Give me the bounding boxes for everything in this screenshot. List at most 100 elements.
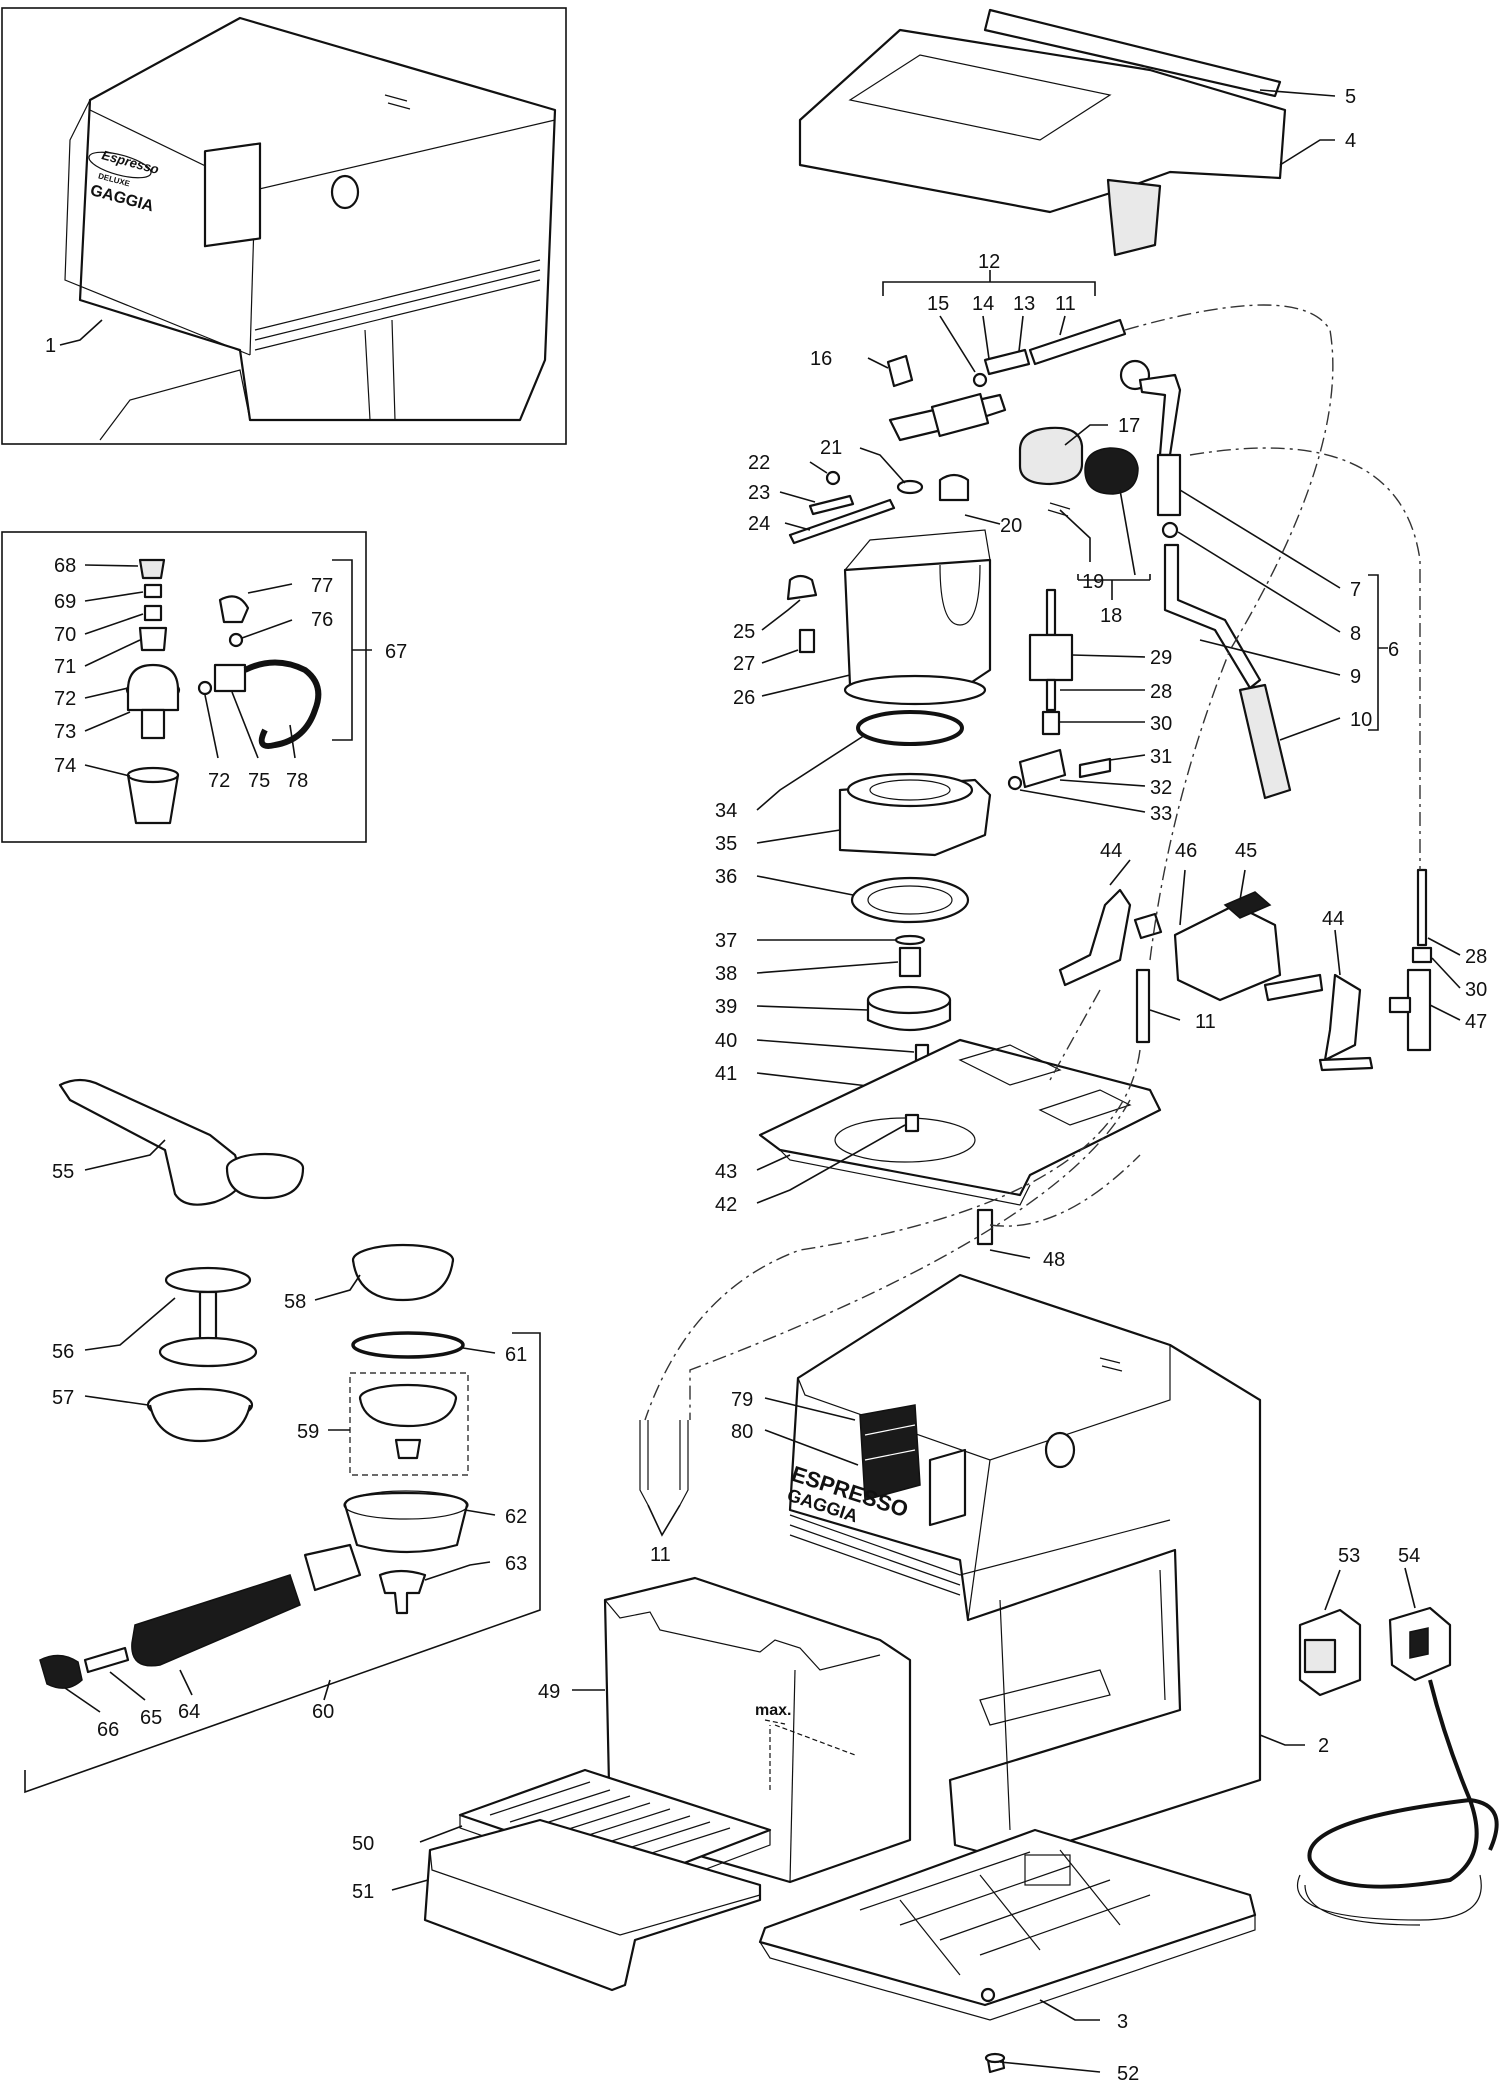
callout-6: 6: [1388, 639, 1399, 661]
part-38-spring: [898, 946, 922, 978]
inset-machine-body: [78, 16, 557, 422]
callout-10: 10: [1350, 709, 1372, 731]
part-20-thermostat: [938, 473, 970, 502]
callout-67: 67: [385, 641, 407, 663]
callout-62: 62: [505, 1506, 527, 1528]
part-77: [218, 595, 250, 624]
part-69: [143, 583, 163, 599]
callout-22: 22: [748, 452, 770, 474]
part-70: [143, 604, 163, 622]
callout-44b: 44: [1322, 908, 1344, 930]
callout-30a: 30: [1150, 713, 1172, 735]
part-21-gasket: [896, 479, 924, 495]
callout-51: 51: [352, 1881, 374, 1903]
part-17-coil: [1018, 426, 1084, 486]
body-display-window: [928, 1448, 967, 1527]
callout-80: 80: [731, 1421, 753, 1443]
callout-23: 23: [748, 482, 770, 504]
callout-25: 25: [733, 621, 755, 643]
callout-79: 79: [731, 1389, 753, 1411]
callout-73: 73: [54, 721, 76, 743]
pump-group: 29 28 30 31 32 33 44 11 46 45 44 28 30 4…: [1007, 588, 1487, 1072]
callout-46: 46: [1175, 840, 1197, 862]
callout-42: 42: [715, 1194, 737, 1216]
part-11-tube-top: [1028, 318, 1127, 366]
inset-display-window: [203, 142, 262, 248]
callout-54: 54: [1398, 1545, 1420, 1567]
base-plate: 52 3: [758, 1828, 1257, 2085]
part-34-gasket: [856, 710, 964, 746]
callout-11b: 11: [1195, 1011, 1216, 1033]
callout-3: 3: [1117, 2011, 1128, 2033]
callout-27: 27: [733, 653, 755, 675]
part-16-screw: [886, 354, 914, 388]
tank-max-mark: max.: [755, 1702, 791, 1719]
callout-13: 13: [1013, 293, 1035, 315]
part-79-switch-panel: [859, 1404, 921, 1501]
callout-43: 43: [715, 1161, 737, 1183]
part-42-screw: [904, 1113, 920, 1133]
callout-19: 19: [1082, 571, 1104, 593]
part-46-connector: [1133, 912, 1163, 940]
callout-75: 75: [248, 770, 270, 792]
inset-frame-67: [1, 531, 367, 843]
callout-70: 70: [54, 624, 76, 646]
main-body: 79 80 ESPRESSO GAGGIA 2: [731, 1273, 1329, 1862]
part-62-portafilter: [343, 1491, 469, 1554]
part-37: [894, 934, 926, 946]
callout-18: 18: [1100, 605, 1122, 627]
part-30-fitting: [1041, 710, 1061, 736]
callout-45: 45: [1235, 840, 1257, 862]
part-31-screw: [1078, 757, 1112, 779]
callout-78: 78: [286, 770, 308, 792]
callout-69: 69: [54, 591, 76, 613]
dashed-routing: 11: [639, 304, 1421, 1566]
callout-64: 64: [178, 1701, 200, 1723]
callout-49: 49: [538, 1681, 560, 1703]
callout-66: 66: [97, 1719, 119, 1741]
callout-74: 74: [54, 755, 76, 777]
part-73-body: [126, 663, 180, 712]
callout-72a: 72: [54, 688, 76, 710]
callout-63: 63: [505, 1553, 527, 1575]
part-75: [213, 663, 247, 693]
part-9-wand-pipe: [1163, 543, 1262, 690]
callout-53: 53: [1338, 1545, 1360, 1567]
part-47-tee: [1406, 968, 1432, 1052]
part-10-tip: [1238, 683, 1292, 800]
callout-9: 9: [1350, 666, 1361, 688]
callout-7: 7: [1350, 579, 1361, 601]
callout-76: 76: [311, 609, 333, 631]
part-25-fuse: [786, 574, 818, 601]
part-71: [138, 626, 168, 652]
inset-steam-valve-group: 68 69 70 71 72 73 74 77 76 72 75 78 67: [1, 531, 407, 843]
part-28-tube-b: [1416, 868, 1428, 947]
callout-11c: 11: [650, 1544, 671, 1566]
part-11-tube-mid: [1135, 968, 1151, 1044]
callout-52: 52: [1117, 2063, 1139, 2085]
callout-61: 61: [505, 1344, 527, 1366]
callout-55: 55: [52, 1161, 74, 1183]
part-64-handle: [131, 1574, 301, 1667]
callout-12: 12: [978, 251, 1000, 273]
inset-machine-front: Espresso DELUXE GAGGIA 1: [1, 7, 567, 445]
part-23-clip: [808, 494, 855, 516]
part-78-tube: [243, 659, 322, 749]
callout-28b: 28: [1465, 946, 1487, 968]
part-76: [228, 632, 244, 648]
boiler-group: 25 27 26 34 35 36 37 38 39 40 41 42 43 4…: [715, 529, 1162, 1271]
part-43-chassis-plate: [758, 1038, 1162, 1197]
callout-2: 2: [1318, 1735, 1329, 1757]
callout-72b: 72: [208, 770, 230, 792]
callout-4: 4: [1345, 130, 1356, 152]
callout-68: 68: [54, 555, 76, 577]
part-5-trim: [983, 8, 1282, 98]
part-28-tube: [1045, 588, 1057, 637]
callout-56: 56: [52, 1341, 74, 1363]
part-4-top-cover: [798, 28, 1287, 214]
part-66-knob: [39, 1654, 83, 1689]
callout-26: 26: [733, 687, 755, 709]
part-7-sleeve: [1156, 453, 1182, 517]
